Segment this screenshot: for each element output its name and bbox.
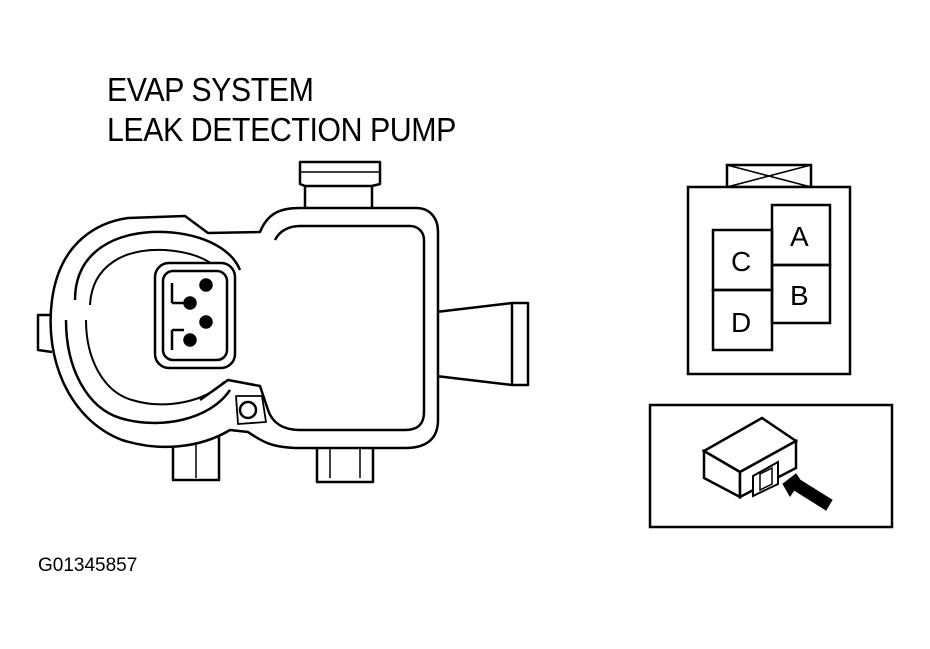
- side-port: [435, 301, 530, 387]
- figure-id: G01345857: [38, 555, 138, 576]
- pump-connector: [153, 261, 237, 370]
- left-tab: [36, 313, 53, 354]
- view-direction-arrow: [782, 473, 833, 511]
- diaphragm-ring: [64, 230, 242, 425]
- diagram-title-line-2: LEAK DETECTION PUMP: [107, 111, 456, 148]
- pin-label-d: D: [731, 307, 751, 338]
- mounting-hole: [238, 400, 258, 420]
- pump-housing-inner: [199, 224, 426, 432]
- pin-label-b: B: [790, 280, 809, 311]
- pump-body-outline: [49, 206, 440, 450]
- connector-orientation-inset: [648, 403, 894, 529]
- connector-face-view: [686, 163, 852, 376]
- leak-detection-pump-drawing: [36, 160, 530, 484]
- diagram-title-line-1: EVAP SYSTEM: [107, 71, 314, 108]
- pin-label-c: C: [731, 246, 751, 277]
- connector-face-housing: [686, 185, 852, 376]
- pin-cavity-d: [711, 288, 774, 352]
- top-port: [298, 160, 382, 220]
- connector-3d-icon: [701, 416, 799, 500]
- pin-label-a: A: [790, 221, 809, 252]
